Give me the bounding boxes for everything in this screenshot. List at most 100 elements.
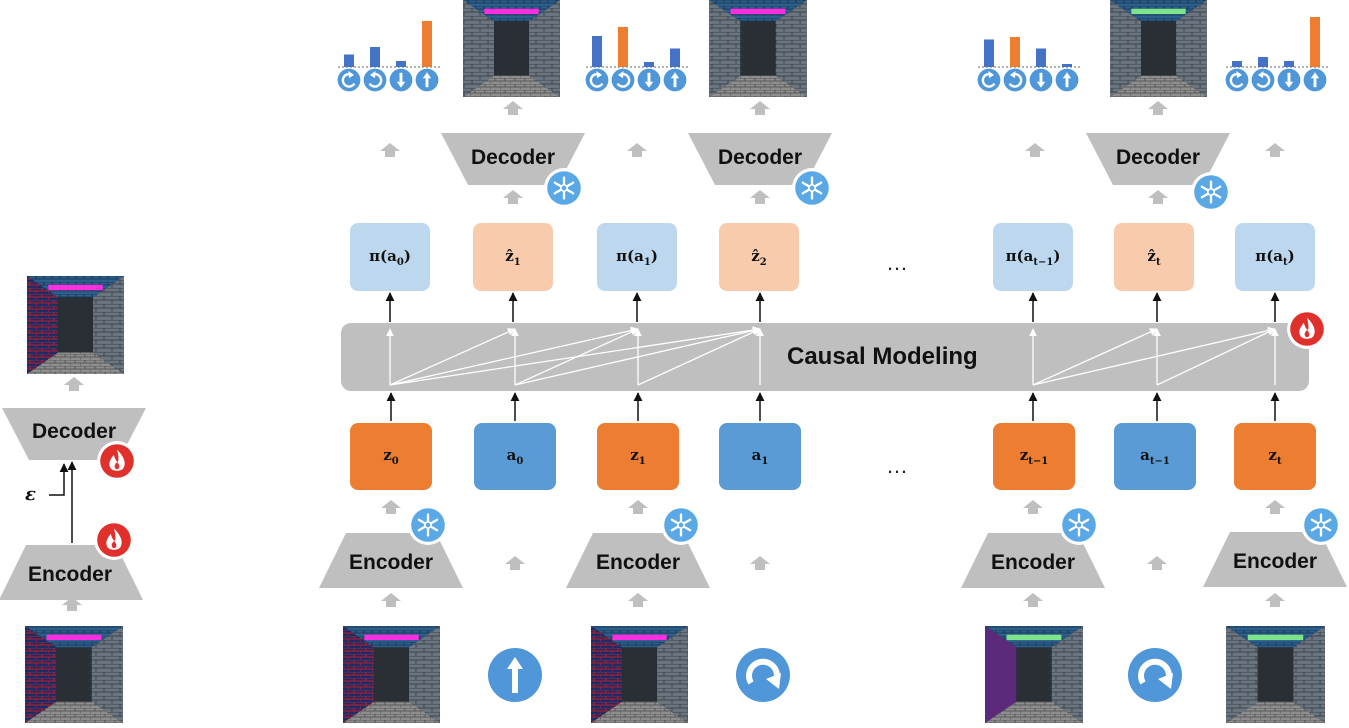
left-reconstructed-frame <box>27 276 124 374</box>
causal-modeling-label: Causal Modeling <box>787 343 978 370</box>
decoder-label-1: Decoder <box>717 146 803 169</box>
input-frame-3 <box>1226 626 1325 723</box>
output-pi-a0-label: π(a0) <box>369 246 411 268</box>
causal-link-8 <box>637 328 761 386</box>
output-zhat-t-label: ẑt <box>1147 246 1161 268</box>
policy-bar-0-2 <box>396 61 406 67</box>
snowflake-icon-2 <box>1058 504 1100 546</box>
snowflake-icon-5 <box>791 167 833 209</box>
input-frame-0 <box>343 626 440 723</box>
decoder-block-2 <box>1086 133 1230 185</box>
snowflake-icon-3 <box>1300 504 1342 546</box>
policy-action-icon-1-1 <box>611 68 635 92</box>
policy-bar-0-1 <box>370 47 380 67</box>
gray-up-arrow-15 <box>503 190 523 204</box>
token-zt-label: zt <box>1268 446 1282 467</box>
decoder-block-0 <box>441 133 585 185</box>
policy-bar-3-2 <box>1284 61 1294 67</box>
decoder-label-2: Decoder <box>1115 146 1201 169</box>
token-z-t-minus-1: zt−1 <box>993 423 1075 490</box>
causal-link-1 <box>389 328 516 386</box>
policy-bar-2-0 <box>984 39 994 67</box>
causal-link-11 <box>1032 328 1158 386</box>
token-z-t-minus-1-label: zt−1 <box>1019 446 1049 467</box>
gray-up-arrow-8 <box>1023 500 1043 514</box>
policy-action-icon-1-3 <box>663 68 687 92</box>
output-zhat-1-label: ẑ1 <box>505 246 521 268</box>
policy-bar-3-3 <box>1310 17 1320 67</box>
policy-action-icon-3-1 <box>1251 68 1275 92</box>
left-epsilon-arrow <box>49 463 69 496</box>
gray-up-arrow-6 <box>628 500 648 514</box>
policy-action-icon-0-2 <box>389 68 413 92</box>
decoded-frame-1 <box>709 0 807 97</box>
action-rotate-cw-icon-2 <box>1128 648 1182 702</box>
decoded-frame-0 <box>463 0 560 97</box>
policy-action-icon-0-1 <box>363 68 387 92</box>
token-a0: a0 <box>474 423 556 490</box>
policy-action-icon-2-3 <box>1055 68 1079 92</box>
token-a-t-minus-1-label: at−1 <box>1140 446 1170 467</box>
gray-up-arrow-13 <box>1025 143 1045 157</box>
token-zt: zt <box>1234 423 1316 490</box>
snowflake-icon-6 <box>1190 171 1232 213</box>
policy-action-icon-2-1 <box>1003 68 1027 92</box>
encoder-block-2 <box>961 533 1105 588</box>
causal-link-2 <box>389 326 639 386</box>
gray-up-arrow-20 <box>1148 101 1168 115</box>
gray-up-arrow-16 <box>750 190 770 204</box>
output-pi-a1: π(a1) <box>597 223 677 291</box>
policy-bar-2-1 <box>1010 37 1020 67</box>
policy-action-icon-2-2 <box>1029 68 1053 92</box>
encoder-label-1: Encoder <box>595 551 681 574</box>
output-pi-a0: π(a0) <box>350 223 430 291</box>
token-a-t-minus-1: at−1 <box>1114 423 1196 490</box>
output-pi-a-t-minus-1: π(at−1) <box>993 223 1073 291</box>
ellipsis-top: … <box>886 250 911 275</box>
encoder-block-1 <box>566 533 710 588</box>
policy-action-icon-2-0 <box>977 68 1001 92</box>
decoded-frame-2 <box>1110 0 1207 97</box>
gray-up-arrow-17 <box>1148 190 1168 204</box>
policy-action-icon-3-0 <box>1225 68 1249 92</box>
token-a0-label: a0 <box>506 446 524 467</box>
output-zhat-t: ẑt <box>1114 223 1194 291</box>
policy-action-icon-3-2 <box>1277 68 1301 92</box>
output-zhat-2-label: ẑ2 <box>751 246 767 268</box>
encoder-label-2: Encoder <box>990 551 1076 574</box>
gray-up-arrow-9 <box>1147 556 1167 570</box>
encoder-label-3: Encoder <box>1232 550 1318 573</box>
gray-up-arrow-10 <box>1265 500 1285 514</box>
left-decoder-label: Decoder <box>31 420 117 443</box>
token-z1: z1 <box>597 423 679 490</box>
token-a1-label: a1 <box>751 446 769 467</box>
decoder-block-1 <box>688 133 832 185</box>
output-pi-at-label: π(at) <box>1255 246 1295 268</box>
flame-icon-2 <box>97 441 137 481</box>
action-rotate-cw-icon-1 <box>736 648 790 702</box>
causal-link-14 <box>1156 328 1276 386</box>
gray-up-arrow-11 <box>380 143 400 157</box>
gray-up-arrow-14 <box>1265 143 1285 157</box>
snowflake-icon-0 <box>407 504 449 546</box>
policy-action-icon-0-3 <box>415 68 439 92</box>
policy-action-icon-0-0 <box>337 68 361 92</box>
gray-up-arrow-12 <box>627 143 647 157</box>
policy-bar-3-1 <box>1258 57 1268 67</box>
policy-bar-2-2 <box>1036 48 1046 67</box>
causal-modeling-block <box>341 323 1309 391</box>
output-pi-at: π(at) <box>1235 223 1315 291</box>
causal-link-5 <box>514 328 639 386</box>
policy-action-icon-1-0 <box>585 68 609 92</box>
policy-action-icon-1-2 <box>637 68 661 92</box>
action-arrow-up-icon-0 <box>488 648 542 702</box>
output-zhat-2: ẑ2 <box>719 223 799 291</box>
policy-bar-0-3 <box>422 21 432 67</box>
encoder-label-0: Encoder <box>348 551 434 574</box>
gray-up-arrow-4 <box>381 500 401 514</box>
policy-bar-2-3 <box>1062 64 1072 67</box>
token-a1: a1 <box>719 423 801 490</box>
gray-up-arrow-1 <box>628 593 648 607</box>
